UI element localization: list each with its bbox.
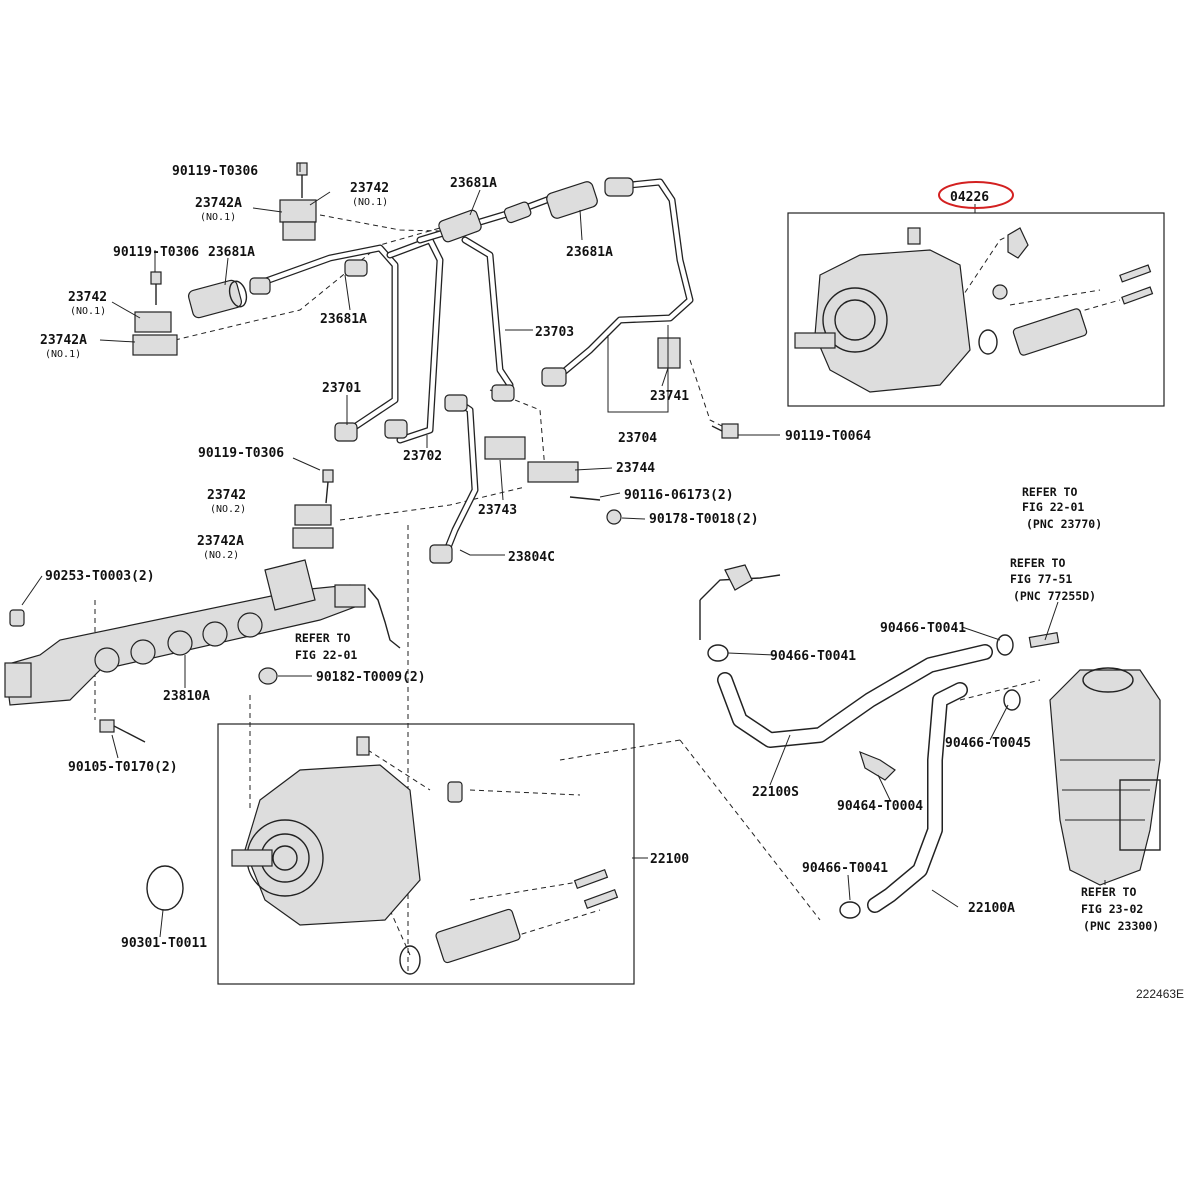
label-90466-d[interactable]: 90466-T0041 <box>802 861 888 876</box>
reference-notes: REFER TO FIG 22-01 (PNC 23770) REFER TO … <box>295 485 1159 933</box>
label-23742-no2-sub: (NO.2) <box>210 504 246 515</box>
ref2-line3: (PNC 77255D) <box>1013 589 1096 603</box>
label-90466-b[interactable]: 90466-T0041 <box>770 649 856 664</box>
label-23742a-no1[interactable]: 23742A <box>195 196 242 211</box>
ref2-line2: FIG 77-51 <box>1010 572 1072 586</box>
label-90466-c[interactable]: 90466-T0045 <box>945 736 1031 751</box>
label-23681a-1[interactable]: 23681A <box>208 245 255 260</box>
pump-assembly-top <box>794 227 1154 393</box>
ref4-line3: (PNC 23300) <box>1083 919 1159 933</box>
label-23742-left-sub: (NO.1) <box>70 306 106 317</box>
supply-pump-bottom <box>231 736 619 975</box>
label-90466-a[interactable]: 90466-T0041 <box>880 621 966 636</box>
ref1-line1: REFER TO <box>1022 485 1077 499</box>
label-23742-no2[interactable]: 23742 <box>207 488 246 503</box>
label-23742-no1-sub: (NO.1) <box>352 197 388 208</box>
label-90301[interactable]: 90301-T0011 <box>121 936 207 951</box>
label-23681a-2[interactable]: 23681A <box>450 176 497 191</box>
label-90119-left[interactable]: 90119-T0306 <box>113 245 199 260</box>
ref3-line1: REFER TO <box>295 631 350 645</box>
label-23742-left[interactable]: 23742 <box>68 290 107 305</box>
label-90464[interactable]: 90464-T0004 <box>837 799 923 814</box>
label-23742a-no1-sub: (NO.1) <box>200 212 236 223</box>
diagram-code: 222463E <box>1136 987 1184 1001</box>
label-23741[interactable]: 23741 <box>650 389 689 404</box>
ref4-line1: REFER TO <box>1081 885 1136 899</box>
label-90182[interactable]: 90182-T0009(2) <box>316 670 426 685</box>
label-23703[interactable]: 23703 <box>535 325 574 340</box>
label-23702[interactable]: 23702 <box>403 449 442 464</box>
clamps <box>132 199 681 549</box>
highlight-circle <box>938 181 1014 209</box>
ref1-line2: FIG 22-01 <box>1022 500 1084 514</box>
label-23681a-4[interactable]: 23681A <box>320 312 367 327</box>
pump-assembly-box <box>787 212 1165 407</box>
label-23744[interactable]: 23744 <box>616 461 655 476</box>
supply-pump-box <box>217 723 635 985</box>
ref1-line3: (PNC 23770) <box>1026 517 1102 531</box>
pipe-nuts <box>187 177 634 564</box>
label-22100a[interactable]: 22100A <box>968 901 1015 916</box>
common-rail <box>4 559 401 706</box>
label-23742a-no2[interactable]: 23742A <box>197 534 244 549</box>
label-90119-mid[interactable]: 90119-T0306 <box>198 446 284 461</box>
label-23810a[interactable]: 23810A <box>163 689 210 704</box>
fuel-filter <box>1049 667 1161 886</box>
fuel-hoses <box>699 564 1060 913</box>
label-23704[interactable]: 23704 <box>618 431 657 446</box>
label-23742a-left-sub: (NO.1) <box>45 349 81 360</box>
label-23742a-no2-sub: (NO.2) <box>203 550 239 561</box>
label-04226[interactable]: 04226 <box>950 190 989 205</box>
label-23742-no1[interactable]: 23742 <box>350 181 389 196</box>
bolts <box>9 162 739 743</box>
label-23701[interactable]: 23701 <box>322 381 361 396</box>
label-23743[interactable]: 23743 <box>478 503 517 518</box>
label-90178[interactable]: 90178-T0018(2) <box>649 512 759 527</box>
part-labels: 90119-T0306 23742 (NO.1) 23742A (NO.1) 9… <box>40 164 1184 1001</box>
ref3-line2: FIG 22-01 <box>295 648 357 662</box>
label-23681a-3[interactable]: 23681A <box>566 245 613 260</box>
label-90119-top[interactable]: 90119-T0306 <box>172 164 258 179</box>
label-90253[interactable]: 90253-T0003(2) <box>45 569 155 584</box>
label-22100[interactable]: 22100 <box>650 852 689 867</box>
label-22100s[interactable]: 22100S <box>752 785 799 800</box>
label-90105[interactable]: 90105-T0170(2) <box>68 760 178 775</box>
leader-lines <box>21 163 1106 938</box>
label-90119-t0064[interactable]: 90119-T0064 <box>785 429 871 444</box>
ref4-line2: FIG 23-02 <box>1081 902 1143 916</box>
label-90116[interactable]: 90116-06173(2) <box>624 488 734 503</box>
label-23804c[interactable]: 23804C <box>508 550 555 565</box>
ref2-line1: REFER TO <box>1010 556 1065 570</box>
label-23742a-left[interactable]: 23742A <box>40 333 87 348</box>
o-ring <box>146 865 184 911</box>
